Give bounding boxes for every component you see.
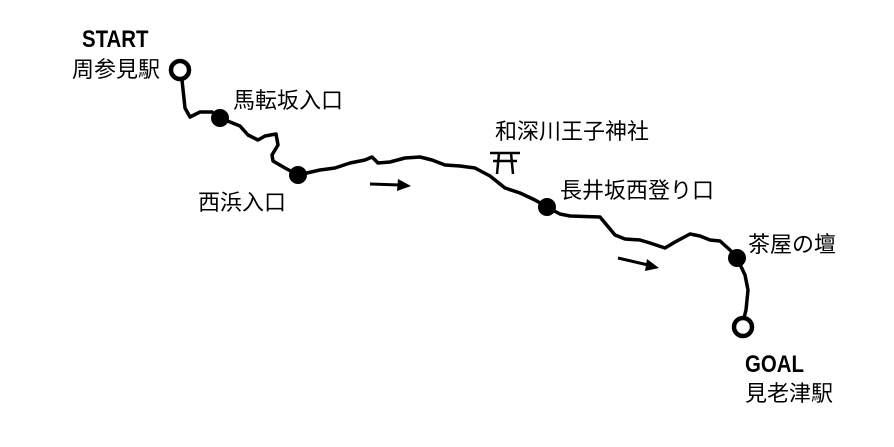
waypoint-label: 馬転坂入口 [233,89,344,114]
waypoint-dot [728,249,746,267]
goal-station-label: 見老津駅 [745,382,834,407]
goal-marker [731,315,755,339]
waypoint-dot [538,198,556,216]
route-line [180,79,750,319]
waypoint-dot [211,109,229,127]
start-marker [168,58,192,82]
start-station-label: 周参見駅 [72,58,161,83]
start-tag: START [82,26,149,53]
arrow-right-icon [369,179,411,191]
waypoint-label: 長井坂西登り口 [560,179,715,204]
waypoint-label: 和深川王子神社 [495,120,650,145]
waypoint-label: 茶屋の壇 [748,233,837,258]
arrow-right-icon [617,256,659,271]
waypoint-label: 西浜入口 [198,191,287,216]
waypoint-dot [289,166,307,184]
torii-icon [490,151,520,175]
goal-tag: GOAL [745,351,804,378]
